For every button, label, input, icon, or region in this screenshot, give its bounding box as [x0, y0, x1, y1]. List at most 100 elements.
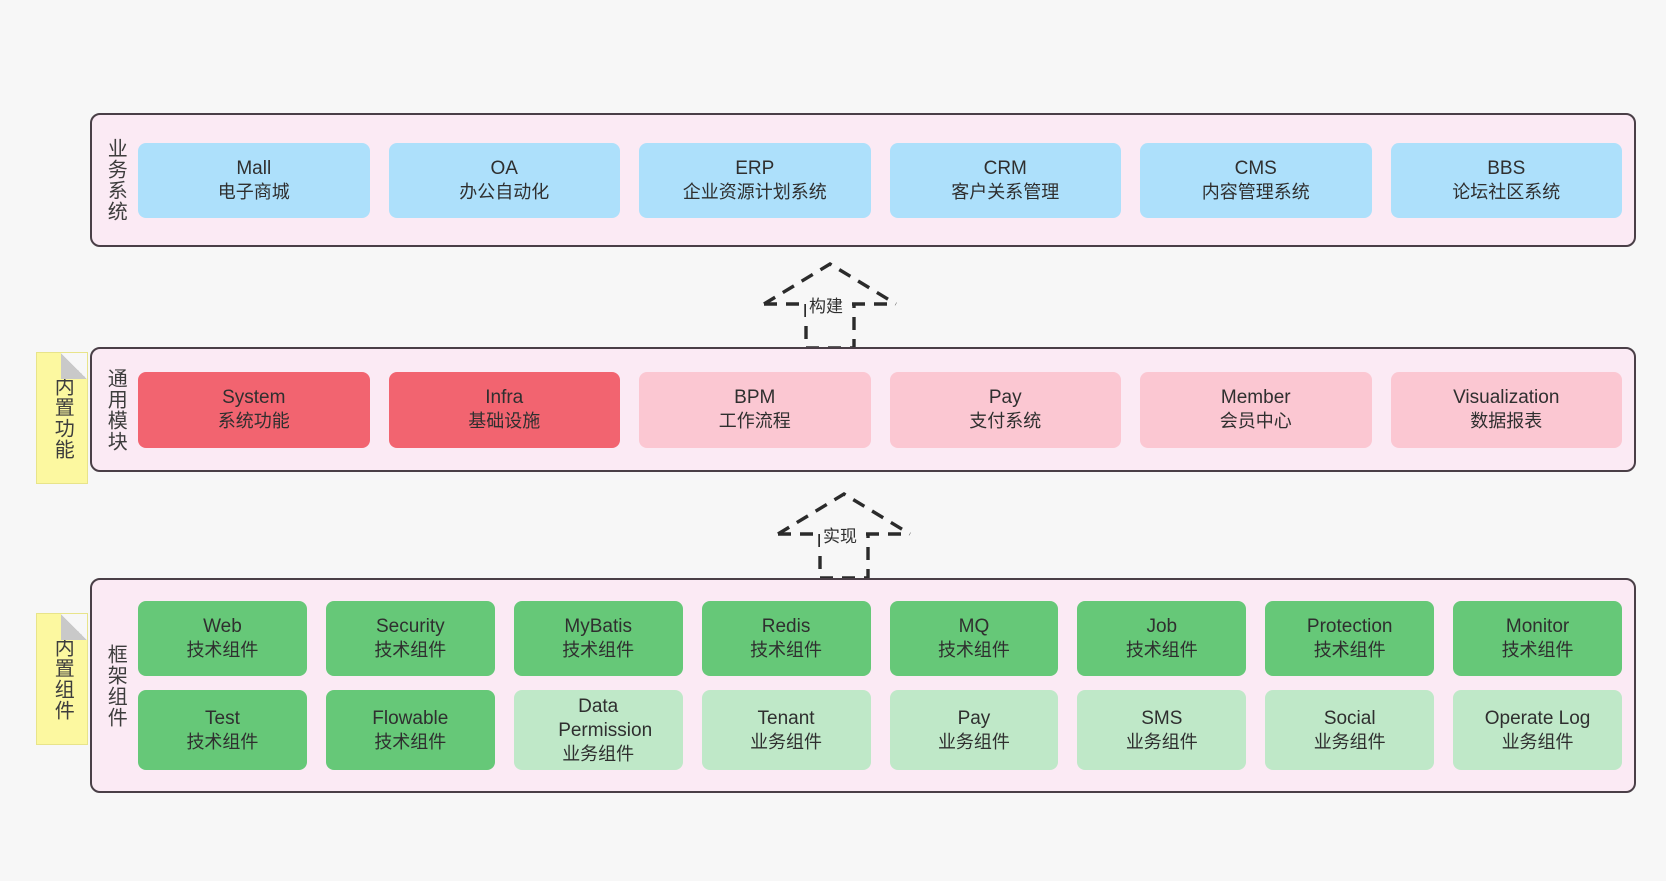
- card-subtitle: 数据报表: [1470, 411, 1543, 432]
- card-row: Web 技术组件 Security 技术组件 MyBatis 技术组件 Redi…: [138, 601, 1622, 676]
- card-title: Visualization: [1453, 387, 1560, 409]
- card-title: CMS: [1234, 157, 1277, 179]
- card-subtitle: 会员中心: [1219, 411, 1292, 432]
- layer-business-system: 业务系统 Mall 电子商城 OA 办公自动化 ERP 企业资源计划系统 CRM…: [90, 113, 1636, 247]
- card-title: Pay: [957, 707, 991, 729]
- card-data-permission[interactable]: Data Permission 业务组件: [513, 690, 683, 770]
- card-subtitle: 企业资源计划系统: [682, 181, 827, 202]
- card-oa[interactable]: OA 办公自动化: [388, 142, 620, 218]
- card-title: CRM: [983, 157, 1027, 179]
- card-bpm[interactable]: BPM 工作流程: [639, 371, 871, 448]
- card-title: System: [222, 387, 286, 409]
- card-cms[interactable]: CMS 内容管理系统: [1140, 142, 1372, 218]
- card-title: Protection: [1306, 616, 1393, 638]
- card-title: BPM: [734, 387, 776, 409]
- card-title: SMS: [1141, 707, 1183, 729]
- card-title: ERP: [735, 157, 775, 179]
- note-fold-corner: [61, 353, 87, 379]
- note-fold-corner: [61, 614, 87, 640]
- card-visualization[interactable]: Visualization 数据报表: [1390, 371, 1622, 448]
- card-title: Test: [205, 707, 240, 729]
- card-row: Mall 电子商城 OA 办公自动化 ERP 企业资源计划系统 CRM 客户关系…: [138, 142, 1622, 218]
- card-subtitle: 工作流程: [718, 411, 791, 432]
- card-web[interactable]: Web 技术组件: [138, 601, 307, 676]
- card-mq[interactable]: MQ 技术组件: [889, 601, 1059, 676]
- card-monitor[interactable]: Monitor 技术组件: [1453, 601, 1622, 676]
- card-flowable[interactable]: Flowable 技术组件: [325, 690, 495, 770]
- card-row: System 系统功能 Infra 基础设施 BPM 工作流程 Pay 支付系统…: [138, 371, 1622, 448]
- connector-build: 构建: [760, 258, 900, 350]
- card-subtitle: 技术组件: [562, 640, 635, 661]
- card-title: Redis: [761, 616, 811, 638]
- card-subtitle: 技术组件: [186, 640, 259, 661]
- connector-implement-label: 实现: [820, 521, 860, 548]
- card-title: OA: [490, 157, 518, 179]
- card-subtitle: 论坛社区系统: [1452, 181, 1561, 202]
- card-title: MQ: [958, 616, 990, 638]
- card-subtitle: 技术组件: [937, 640, 1010, 661]
- card-title: Social: [1323, 707, 1376, 729]
- layer-title-framework-component: 框架组件: [104, 643, 127, 728]
- card-subtitle: 业务组件: [937, 731, 1010, 752]
- card-subtitle: 业务组件: [1313, 731, 1386, 752]
- card-subtitle: 业务组件: [1125, 731, 1198, 752]
- card-tenant[interactable]: Tenant 业务组件: [701, 690, 871, 770]
- card-title: Pay: [988, 387, 1022, 409]
- card-title: Security: [375, 616, 445, 638]
- card-title: Member: [1220, 387, 1291, 409]
- card-title: Operate Log: [1484, 707, 1591, 729]
- card-subtitle: 支付系统: [969, 411, 1042, 432]
- card-title: Monitor: [1505, 616, 1570, 638]
- card-bbs[interactable]: BBS 论坛社区系统: [1390, 142, 1622, 218]
- layer-title-common-module: 通用模块: [104, 367, 127, 452]
- card-subtitle: 内容管理系统: [1201, 181, 1310, 202]
- card-mall[interactable]: Mall 电子商城: [138, 142, 370, 218]
- card-subtitle: 客户关系管理: [951, 181, 1060, 202]
- card-pay-business[interactable]: Pay 业务组件: [889, 690, 1059, 770]
- card-system[interactable]: System 系统功能: [138, 371, 370, 448]
- card-social[interactable]: Social 业务组件: [1265, 690, 1435, 770]
- card-member[interactable]: Member 会员中心: [1140, 371, 1372, 448]
- card-protection[interactable]: Protection 技术组件: [1265, 601, 1435, 676]
- card-title: Flowable: [372, 707, 449, 729]
- card-redis[interactable]: Redis 技术组件: [701, 601, 871, 676]
- connector-build-label: 构建: [806, 291, 846, 318]
- card-subtitle: 技术组件: [374, 731, 447, 752]
- card-subtitle: 技术组件: [750, 640, 823, 661]
- card-title: Tenant: [757, 707, 815, 729]
- connector-implement: 实现: [774, 488, 914, 580]
- card-subtitle: 业务组件: [562, 743, 635, 764]
- card-crm[interactable]: CRM 客户关系管理: [889, 142, 1121, 218]
- layer-body-framework-component: Web 技术组件 Security 技术组件 MyBatis 技术组件 Redi…: [138, 580, 1634, 791]
- card-job[interactable]: Job 技术组件: [1077, 601, 1247, 676]
- layer-body-business-system: Mall 电子商城 OA 办公自动化 ERP 企业资源计划系统 CRM 客户关系…: [138, 115, 1634, 245]
- card-title: Web: [203, 616, 242, 638]
- layer-title-business-system: 业务系统: [104, 138, 127, 222]
- card-subtitle: 技术组件: [1313, 640, 1386, 661]
- card-title: Data Permission: [558, 696, 653, 741]
- card-subtitle: 办公自动化: [459, 181, 550, 202]
- card-operate-log[interactable]: Operate Log 业务组件: [1453, 690, 1622, 770]
- card-sms[interactable]: SMS 业务组件: [1077, 690, 1247, 770]
- card-security[interactable]: Security 技术组件: [325, 601, 495, 676]
- card-infra[interactable]: Infra 基础设施: [388, 371, 620, 448]
- card-title: Mall: [236, 157, 272, 179]
- card-test[interactable]: Test 技术组件: [138, 690, 307, 770]
- card-subtitle: 技术组件: [1125, 640, 1198, 661]
- card-title: Infra: [485, 387, 524, 409]
- note-builtin-function: 内置功能: [36, 352, 88, 484]
- card-row: Test 技术组件 Flowable 技术组件 Data Permission …: [138, 690, 1622, 770]
- layer-framework-component: 框架组件 Web 技术组件 Security 技术组件 MyBatis 技术组件…: [90, 578, 1636, 793]
- card-subtitle: 业务组件: [750, 731, 823, 752]
- layer-body-common-module: System 系统功能 Infra 基础设施 BPM 工作流程 Pay 支付系统…: [138, 349, 1634, 470]
- card-erp[interactable]: ERP 企业资源计划系统: [639, 142, 871, 218]
- card-subtitle: 系统功能: [217, 411, 290, 432]
- card-title: Job: [1146, 616, 1178, 638]
- card-subtitle: 技术组件: [186, 731, 259, 752]
- card-mybatis[interactable]: MyBatis 技术组件: [513, 601, 683, 676]
- note-label: 内置组件: [51, 637, 74, 721]
- card-subtitle: 业务组件: [1501, 731, 1574, 752]
- card-pay[interactable]: Pay 支付系统: [889, 371, 1121, 448]
- card-title: MyBatis: [564, 616, 632, 638]
